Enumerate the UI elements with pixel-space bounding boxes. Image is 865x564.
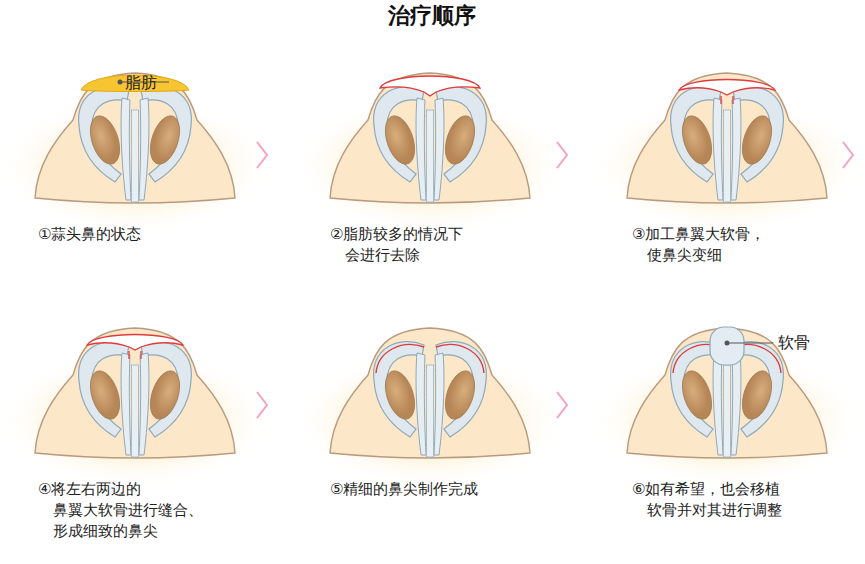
medial-crus [416,98,426,200]
removed-area [87,335,183,351]
medial-crus [731,353,741,455]
medial-crus [713,353,723,455]
nose-figure [587,73,865,235]
suture [732,96,733,104]
septum [724,110,731,202]
glow [0,350,275,490]
glow [0,95,275,235]
trimmed-edge [376,345,424,373]
nostril [677,367,717,423]
nose-figure [0,328,275,490]
leader-line [727,343,773,344]
step-chevron [557,142,567,168]
nostril [677,112,717,168]
nose-skin [330,73,530,203]
medial-crus [731,98,741,200]
nostril [737,112,777,168]
step-chevron [257,142,267,168]
cartilage-graft [710,327,744,365]
nostril [380,367,420,423]
removed-area [679,80,775,96]
removed-area [380,76,480,96]
nose-figure [0,73,275,235]
nose-skin [627,73,827,203]
nose-skin [35,73,235,203]
medial-crus [121,98,131,200]
step-chevron [843,142,853,168]
step-caption: ③加工鼻翼大软骨， 使鼻尖变细 [632,224,812,266]
step-caption: ⑥如有希望，也会移植 软骨并对其进行调整 [632,479,812,521]
step-caption: ⑤精细的鼻尖制作完成 [330,479,510,500]
glow [587,350,865,490]
step-caption: ①蒜头鼻的状态 [38,224,218,245]
medial-crus [434,353,444,455]
nose-figure [587,327,865,490]
nose-skin [627,328,827,458]
septum [724,365,731,457]
septum [132,110,139,202]
medial-crus [139,98,149,200]
nostril [440,112,480,168]
trimmed-edge [436,345,484,373]
nose-figure [290,328,570,490]
nostril [85,367,125,423]
medial-crus [416,353,426,455]
medial-crus [121,353,131,455]
septum [427,365,434,457]
nose-figure [290,73,570,235]
nostril [145,112,185,168]
part-label: 脂肪 [125,72,157,93]
nostril [440,367,480,423]
nostril [85,112,125,168]
suture [128,351,129,359]
nostril [145,367,185,423]
medial-crus [713,98,723,200]
medial-crus [139,353,149,455]
suture [140,351,141,359]
glow [290,350,570,490]
glow [290,95,570,235]
nostril [380,112,420,168]
medial-crus [434,98,444,200]
nose-skin [330,328,530,458]
part-label: 软骨 [778,332,810,353]
nose-skin [35,328,235,458]
septum [132,365,139,457]
step-caption: ②脂肪较多的情况下 会进行去除 [330,224,510,266]
suture [720,96,721,104]
step-chevron [557,392,567,418]
nostril [737,367,777,423]
septum [427,110,434,202]
glow [587,95,865,235]
step-caption: ④将左右两边的 鼻翼大软骨进行缝合、 形成细致的鼻尖 [38,479,218,542]
step-chevron [257,392,267,418]
diagram-title: 治疗顺序 [388,5,476,26]
